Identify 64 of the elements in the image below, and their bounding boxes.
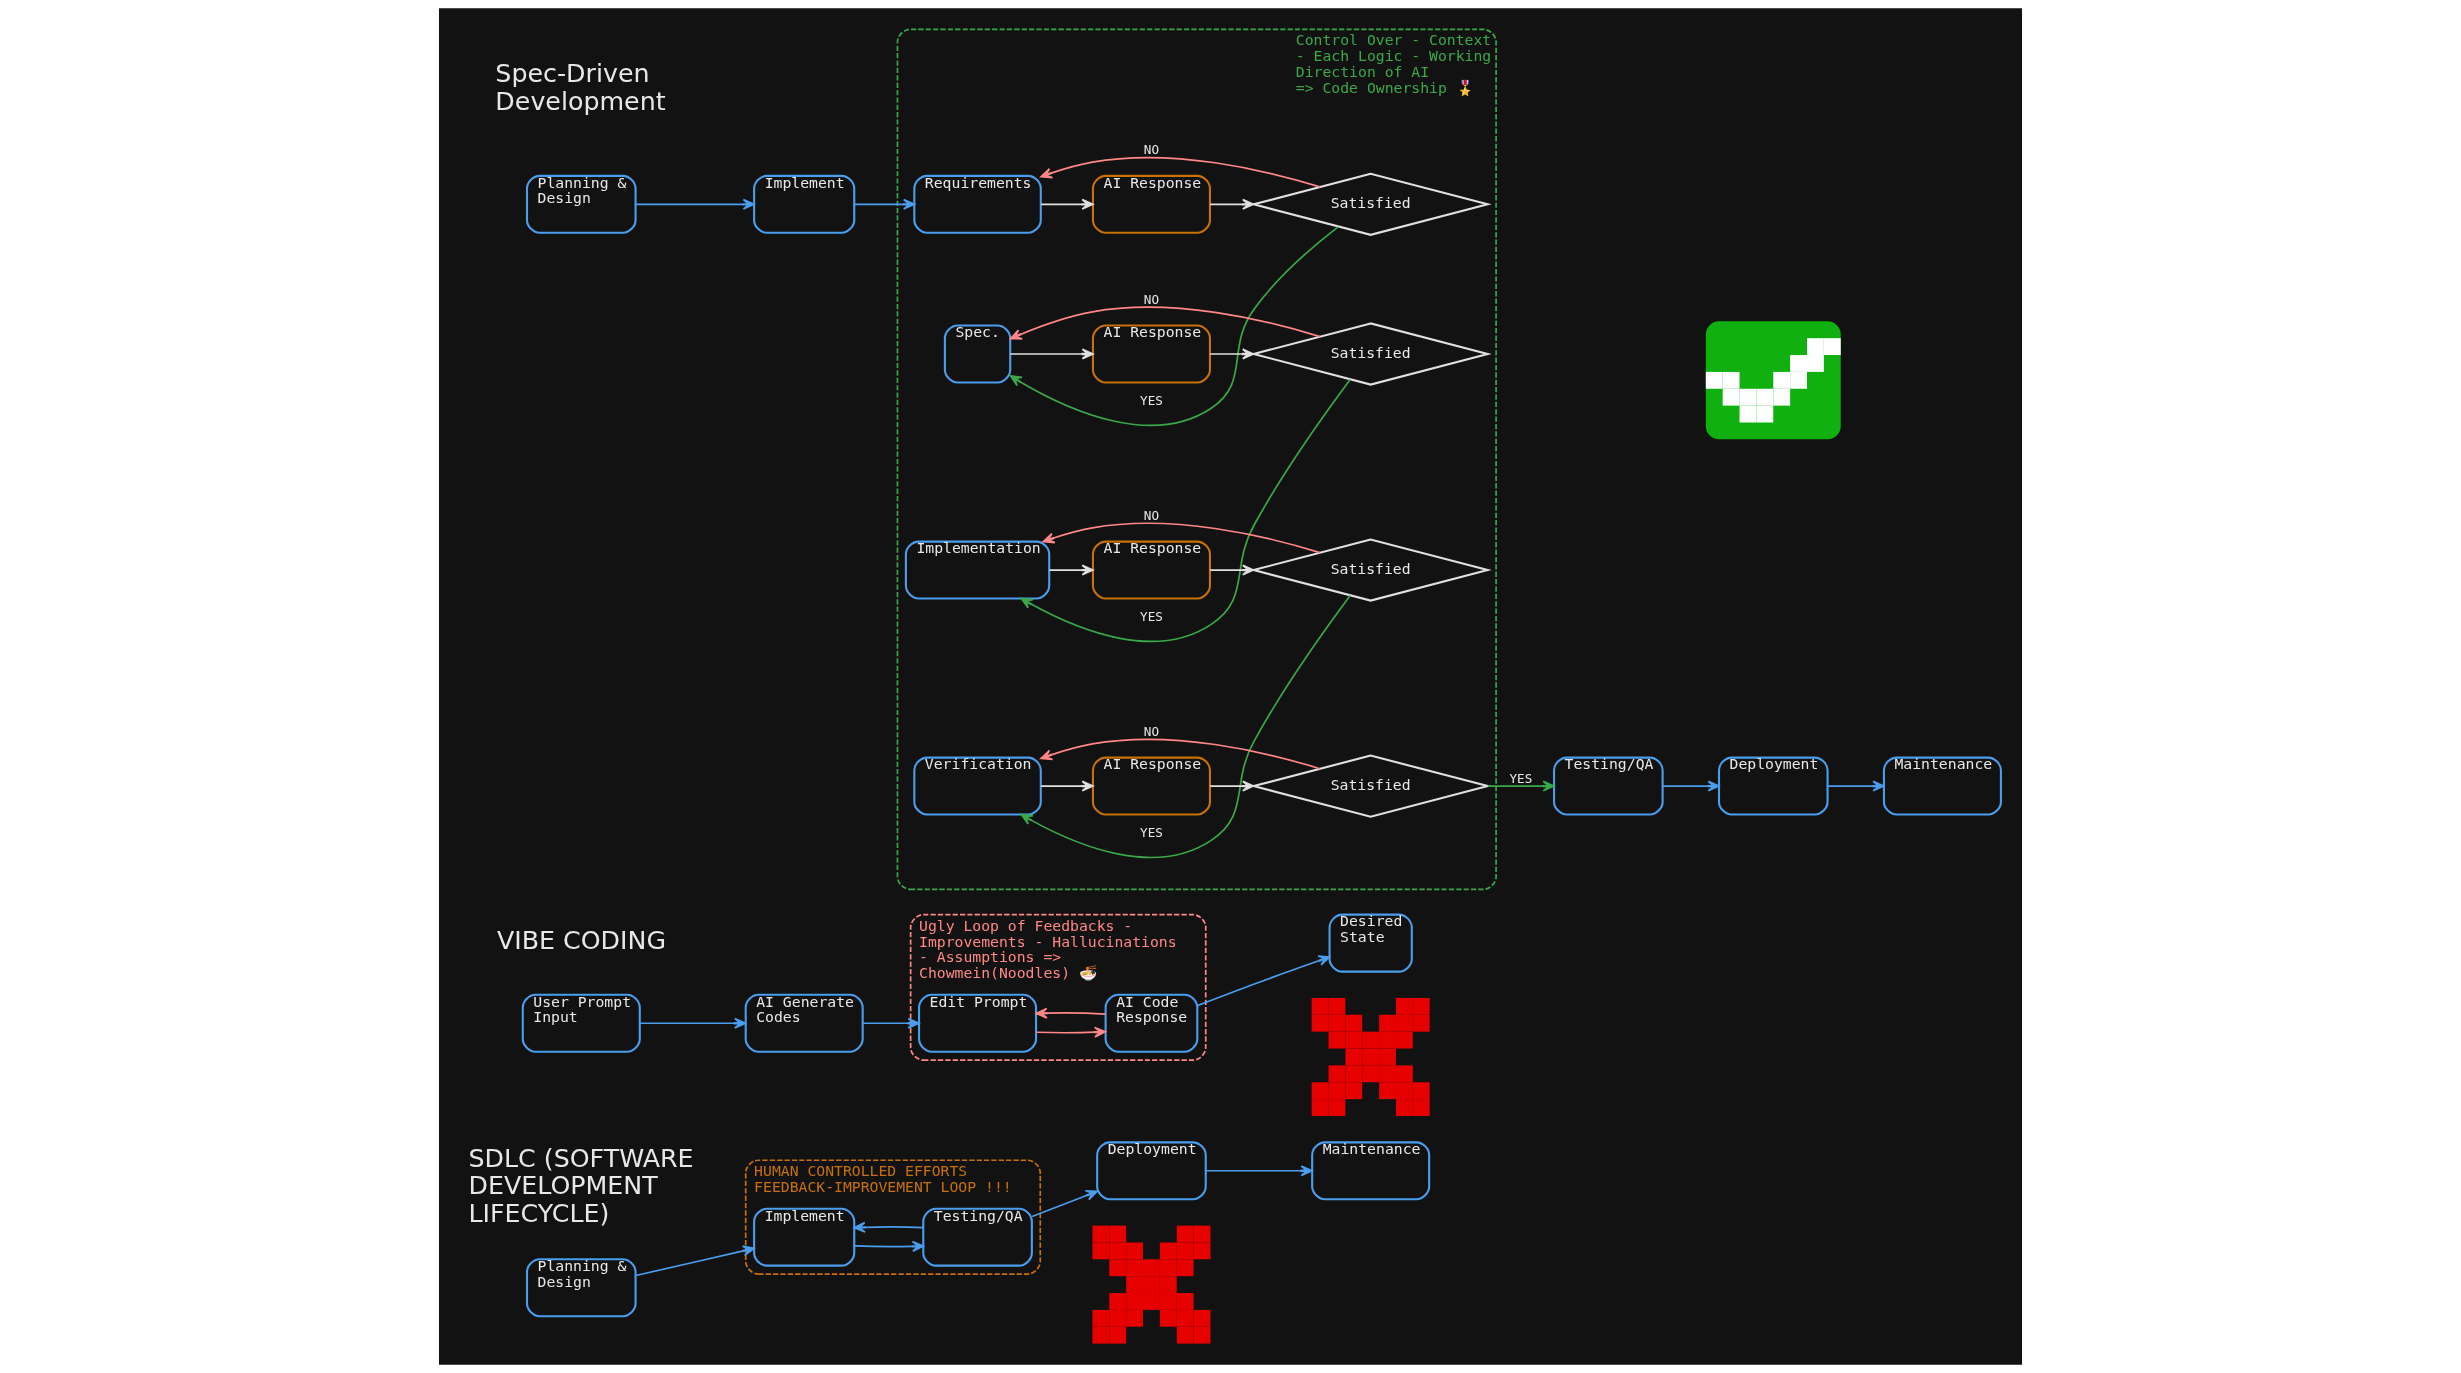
arrow	[634, 1245, 755, 1277]
arrow	[1035, 1007, 1107, 1019]
arrow	[1009, 348, 1094, 360]
arrow	[1209, 780, 1255, 792]
arrow	[853, 198, 916, 210]
node-box: Maintenance	[1311, 1141, 1431, 1201]
node-box: AI Response	[1091, 756, 1211, 816]
arrow	[634, 198, 755, 210]
node-box: Desired State	[1328, 913, 1413, 973]
node-box: Planning & Design	[525, 1258, 637, 1318]
arrow	[1031, 1189, 1098, 1218]
arrow	[1048, 564, 1094, 576]
edge-label: NO	[1143, 724, 1160, 740]
arrow	[853, 1240, 925, 1252]
node-box: Verification	[913, 756, 1042, 816]
node-box: AI Generate Codes	[744, 993, 864, 1053]
arrow	[1009, 306, 1321, 340]
node-box: Implement	[753, 1207, 856, 1267]
node-box: User Prompt Input	[521, 993, 641, 1053]
node-box: AI Code Response	[1104, 993, 1199, 1053]
edge-label: NO	[1143, 292, 1160, 308]
arrow	[1040, 156, 1321, 188]
node-box: Planning & Design	[525, 174, 637, 234]
node-box: Testing/QA	[1553, 756, 1664, 816]
arrow	[1040, 738, 1321, 770]
node-box: AI Response	[1091, 174, 1211, 234]
arrow	[1042, 522, 1321, 554]
arrow	[1020, 594, 1352, 859]
node-box: Spec.	[943, 324, 1012, 384]
arrow	[1205, 1165, 1313, 1177]
arrow	[1661, 780, 1720, 792]
arrow	[1209, 198, 1255, 210]
node-box: Deployment	[1717, 756, 1829, 816]
edge-label: YES	[1140, 825, 1163, 841]
node-box: Maintenance	[1882, 756, 2002, 816]
arrow	[1209, 564, 1255, 576]
edge-label: YES	[1509, 770, 1533, 786]
node-box: Implementation	[904, 540, 1051, 600]
edge-label: NO	[1143, 142, 1160, 158]
arrow	[1196, 955, 1331, 1007]
node-box: Testing/QA	[922, 1207, 1033, 1267]
label: Spec-Driven Development	[495, 59, 666, 116]
arrow	[1826, 780, 1885, 792]
edge-label: YES	[1140, 393, 1163, 409]
node-box: AI Response	[1091, 540, 1211, 600]
edge-label: YES	[1140, 609, 1163, 625]
label: VIBE CODING	[496, 925, 667, 955]
arrow	[639, 1017, 747, 1029]
node-box: Implement	[753, 174, 856, 234]
arrow	[1035, 1026, 1107, 1038]
arrow	[1040, 780, 1094, 792]
arrow	[1486, 780, 1555, 792]
node-box: AI Response	[1091, 324, 1211, 384]
arrow	[1009, 226, 1339, 427]
label: SDLC (SOFTWARE DEVELOPMENT LIFECYCLE)	[468, 1143, 694, 1228]
node-box: Edit Prompt	[918, 993, 1038, 1053]
arrow	[1020, 378, 1352, 643]
node-box: Deployment	[1096, 1141, 1207, 1201]
arrow	[861, 1017, 920, 1029]
arrow	[1209, 348, 1255, 360]
edge-label: NO	[1143, 508, 1160, 524]
arrow	[853, 1221, 925, 1233]
node-box: Requirements	[913, 174, 1042, 234]
arrow	[1040, 198, 1094, 210]
